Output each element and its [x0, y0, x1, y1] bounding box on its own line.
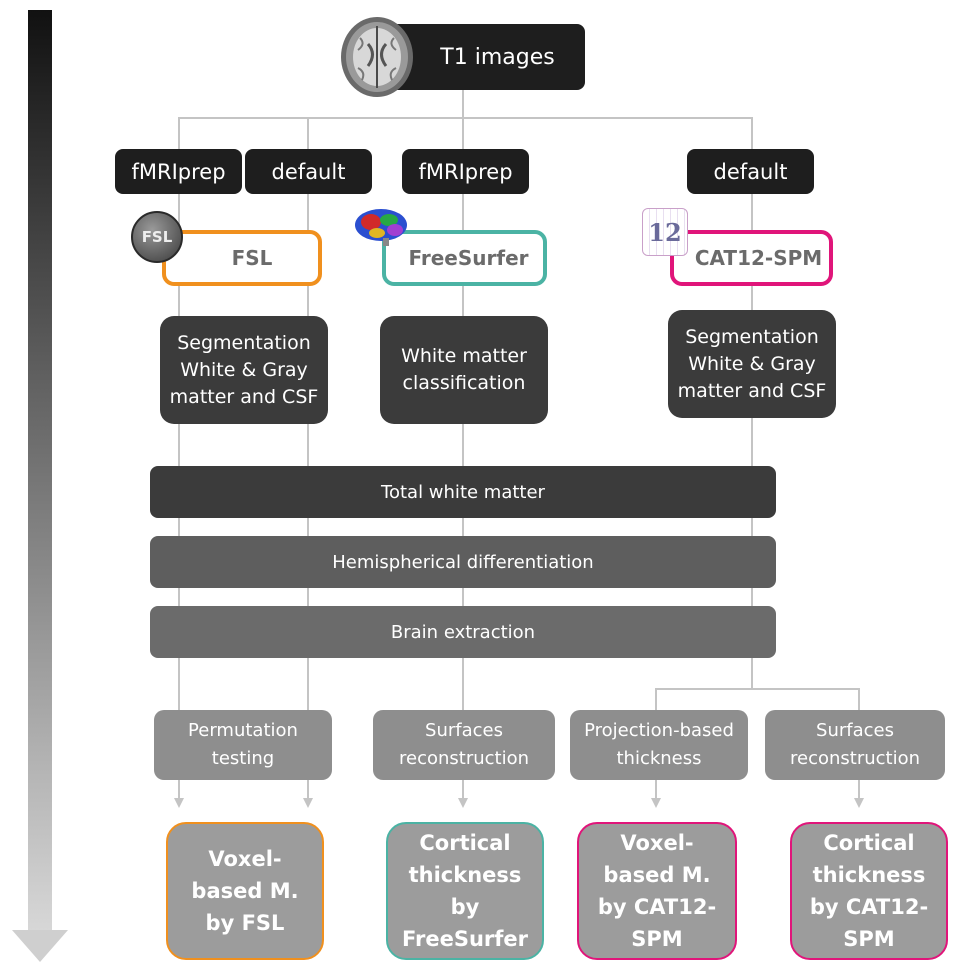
- t1-images-label: T1 images: [440, 44, 555, 70]
- cortical-thickness-cat12-output: Cortical thickness by CAT12-SPM: [790, 822, 948, 960]
- fsl-default-pipeline: default: [245, 149, 372, 194]
- freesurfer-tool-box: FreeSurfer: [382, 230, 547, 286]
- freesurfer-brain-icon: [355, 209, 407, 246]
- cortical-thickness-freesurfer-output: Cortical thickness by FreeSurfer: [386, 822, 544, 960]
- cat12-default-pipeline: default: [687, 149, 814, 194]
- cat12-segmentation-step: Segmentation White & Gray matter and CSF: [668, 310, 836, 418]
- fsl-logo-icon: FSL: [131, 211, 183, 263]
- vbm-cat12-output: Voxel-based M. by CAT12-SPM: [577, 822, 737, 960]
- cat12-tool-box: CAT12-SPM: [670, 230, 833, 286]
- brain-extraction-bar: Brain extraction: [150, 606, 776, 658]
- freesurfer-surfaces-reconstruction-step: Surfaces reconstruction: [373, 710, 555, 780]
- fsl-fmriprep-pipeline: fMRIprep: [115, 149, 242, 194]
- brain-mri-icon: [341, 17, 413, 97]
- cat12-logo-icon: 12: [642, 208, 688, 256]
- projection-based-thickness-step: Projection-based thickness: [570, 710, 748, 780]
- fsl-tool-box: FSL: [162, 230, 322, 286]
- vbm-fsl-output: Voxel-based M. by FSL: [166, 822, 324, 960]
- freesurfer-fmriprep-pipeline: fMRIprep: [402, 149, 529, 194]
- fsl-segmentation-step: Segmentation White & Gray matter and CSF: [160, 316, 328, 424]
- permutation-testing-step: Permutation testing: [154, 710, 332, 780]
- hemispherical-differentiation-bar: Hemispherical differentiation: [150, 536, 776, 588]
- freesurfer-wm-classification-step: White matter classification: [380, 316, 548, 424]
- process-direction-arrow: [12, 10, 68, 962]
- total-white-matter-bar: Total white matter: [150, 466, 776, 518]
- cat12-surfaces-reconstruction-step: Surfaces reconstruction: [765, 710, 945, 780]
